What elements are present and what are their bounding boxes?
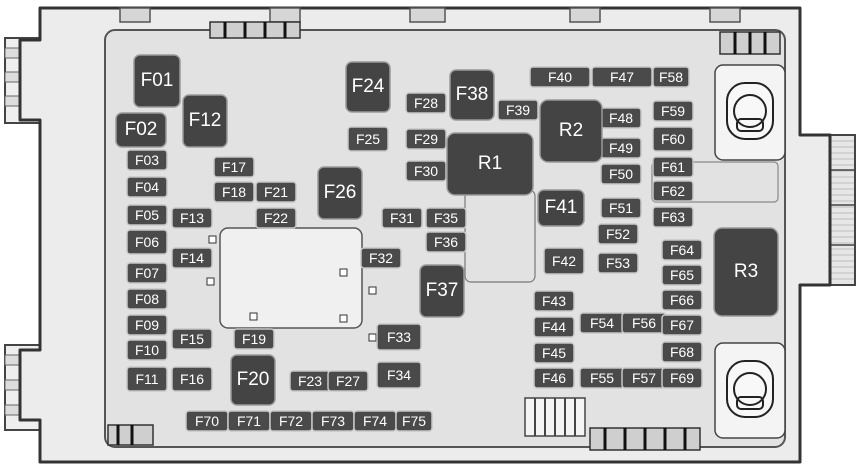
mini-fuse-f57 bbox=[621, 367, 667, 389]
mini-fuse-f49 bbox=[600, 137, 642, 159]
mini-fuse-f11 bbox=[126, 366, 168, 392]
mini-fuse-f55 bbox=[579, 367, 625, 389]
right-fuse-row-outline bbox=[651, 161, 779, 203]
mini-fuse-f43 bbox=[533, 290, 575, 312]
maxi-fuse-f01 bbox=[133, 54, 181, 108]
mini-fuse-f08 bbox=[126, 288, 168, 310]
mini-fuse-f47 bbox=[591, 66, 653, 88]
maxi-fuse-f41 bbox=[537, 189, 585, 227]
mini-fuse-f71 bbox=[227, 410, 271, 432]
mini-fuse-f23 bbox=[289, 370, 331, 392]
relay-r2 bbox=[539, 99, 603, 163]
mini-fuse-f05 bbox=[126, 204, 168, 226]
mini-fuse-f73 bbox=[311, 410, 355, 432]
mini-fuse-f54 bbox=[579, 312, 625, 334]
mini-fuse-f03 bbox=[126, 149, 168, 171]
mini-fuse-f18 bbox=[213, 181, 255, 203]
mini-fuse-f39 bbox=[497, 99, 539, 121]
mini-fuse-f50 bbox=[600, 163, 642, 185]
mini-fuse-f40 bbox=[529, 66, 591, 88]
maxi-fuse-f12 bbox=[182, 94, 228, 148]
mini-fuse-f51 bbox=[600, 197, 642, 219]
top-right-connector bbox=[719, 31, 781, 55]
mini-fuse-f16 bbox=[171, 366, 213, 392]
mini-fuse-f14 bbox=[171, 247, 213, 269]
mini-fuse-f32 bbox=[360, 247, 402, 269]
mini-fuse-f74 bbox=[353, 410, 397, 432]
mini-fuse-f35 bbox=[425, 207, 467, 229]
top-connector bbox=[209, 21, 301, 39]
mounting-eyelet-bottom bbox=[714, 342, 786, 439]
relay-r1 bbox=[446, 132, 534, 196]
mounting-eyelet-top bbox=[714, 64, 786, 161]
maxi-fuse-f26 bbox=[317, 166, 363, 220]
mini-fuse-f56 bbox=[621, 312, 667, 334]
mini-fuse-f48 bbox=[600, 107, 642, 129]
bottom-connector-left bbox=[107, 424, 154, 446]
mini-fuse-f67 bbox=[661, 314, 703, 336]
maxi-fuse-f24 bbox=[345, 61, 391, 113]
mini-fuse-f07 bbox=[126, 262, 168, 284]
mini-fuse-f44 bbox=[533, 316, 575, 338]
mini-fuse-f70 bbox=[185, 410, 229, 432]
mini-fuse-f10 bbox=[126, 339, 168, 361]
mini-fuse-f52 bbox=[597, 223, 639, 245]
mini-fuse-f28 bbox=[405, 92, 447, 114]
mini-fuse-f33 bbox=[376, 323, 422, 351]
mini-fuse-f53 bbox=[597, 252, 639, 274]
mini-fuse-f13 bbox=[171, 207, 213, 229]
mini-fuse-f04 bbox=[126, 176, 168, 198]
mini-fuse-f17 bbox=[213, 156, 255, 178]
mini-fuse-f59 bbox=[652, 100, 694, 122]
mini-fuse-f45 bbox=[533, 342, 575, 364]
mini-fuse-f60 bbox=[652, 126, 694, 152]
mini-fuse-f61 bbox=[652, 156, 694, 178]
maxi-fuse-f20 bbox=[230, 354, 276, 406]
mini-fuse-f34 bbox=[376, 361, 422, 389]
mini-fuse-f65 bbox=[661, 264, 703, 286]
mini-fuse-f62 bbox=[652, 180, 694, 202]
mini-fuse-f22 bbox=[255, 207, 297, 229]
mini-fuse-f68 bbox=[661, 341, 703, 363]
maxi-fuse-f38 bbox=[449, 69, 495, 121]
mini-fuse-f25 bbox=[347, 126, 389, 152]
maxi-fuse-f37 bbox=[419, 264, 465, 318]
mini-fuse-f58 bbox=[652, 66, 690, 88]
mini-fuse-f46 bbox=[533, 367, 575, 389]
maxi-fuse-f02 bbox=[115, 112, 167, 148]
mini-fuse-f29 bbox=[405, 128, 447, 150]
top-latch-clips bbox=[119, 7, 741, 23]
board-pins bbox=[206, 235, 377, 342]
mini-fuse-f06 bbox=[126, 229, 168, 255]
mini-fuse-f21 bbox=[255, 181, 297, 203]
fuse-puller-tool bbox=[524, 397, 586, 437]
mini-fuse-f36 bbox=[425, 231, 467, 253]
mini-fuse-f66 bbox=[661, 289, 703, 311]
mini-fuse-f42 bbox=[543, 247, 585, 275]
mini-fuse-f72 bbox=[269, 410, 313, 432]
bottom-connector-middle bbox=[589, 427, 701, 451]
mini-fuse-f19 bbox=[233, 328, 275, 350]
mini-fuse-f30 bbox=[405, 160, 447, 182]
mini-fuse-f64 bbox=[661, 239, 703, 261]
mini-fuse-f27 bbox=[327, 370, 369, 392]
mini-fuse-f15 bbox=[171, 328, 213, 350]
mini-fuse-f09 bbox=[126, 314, 168, 336]
mini-fuse-f69 bbox=[661, 367, 703, 389]
relay-r3 bbox=[713, 227, 779, 317]
mini-fuse-f31 bbox=[381, 207, 423, 229]
mini-fuse-f63 bbox=[652, 206, 694, 228]
relay-board-area bbox=[219, 227, 363, 329]
mini-fuse-f75 bbox=[395, 410, 433, 432]
